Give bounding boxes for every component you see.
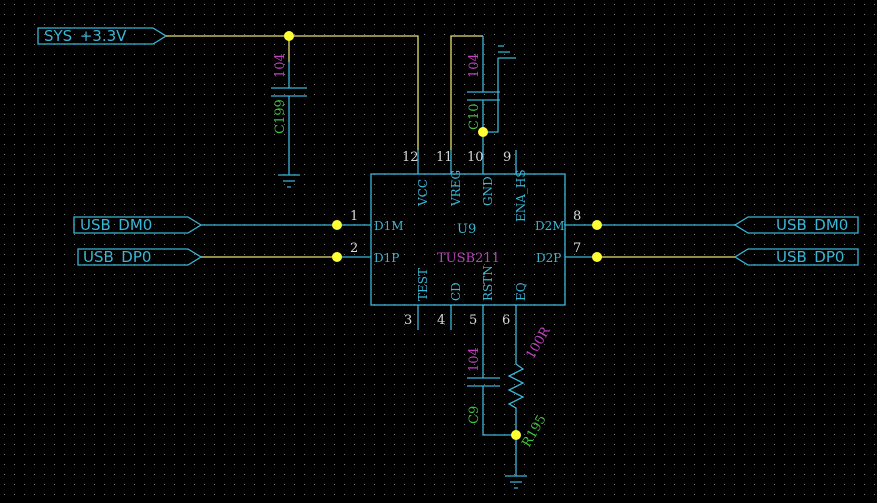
capacitor-c10[interactable]: 104 C10 — [467, 36, 500, 132]
junction-pin8 — [592, 220, 602, 230]
junction-c10-gnd — [478, 127, 488, 137]
svg-text:USB_DP0: USB_DP0 — [83, 248, 151, 267]
port-usb-dp0-left[interactable]: USB_DP0 — [77, 248, 203, 267]
pin-name-rstn: RSTN — [481, 265, 495, 301]
pin-number-11: 11 — [436, 150, 453, 165]
pin-number-1: 1 — [350, 209, 358, 224]
junction-bottom-gnd — [511, 430, 521, 440]
svg-text:C199: C199 — [273, 99, 288, 134]
svg-text:C10: C10 — [467, 104, 482, 131]
pin-number-8: 8 — [573, 209, 581, 224]
junction-pin7 — [592, 252, 602, 262]
svg-text:104: 104 — [273, 53, 288, 78]
ic-u9[interactable] — [370, 173, 566, 306]
ground-symbol-bottom — [505, 475, 527, 489]
pin-name-gnd: GND — [481, 176, 495, 206]
pin-name-d1p: D1P — [374, 251, 399, 265]
pin-name-eq: EQ — [514, 282, 528, 301]
capacitor-c9[interactable]: 104 C9 — [467, 330, 516, 436]
ic-refdes: U9 — [457, 222, 476, 237]
pin-name-ena-hs: ENA_HS — [514, 169, 528, 222]
pin-number-10: 10 — [467, 150, 484, 165]
capacitor-c199[interactable]: 104 C199 — [271, 53, 307, 175]
junction-pin2 — [332, 252, 342, 262]
svg-text:C9: C9 — [467, 406, 482, 424]
ground-symbol-c10 — [498, 45, 516, 59]
pin-name-d1m: D1M — [374, 219, 404, 233]
pin-name-vcc: VCC — [416, 179, 430, 207]
svg-text:USB_DM0: USB_DM0 — [80, 216, 152, 235]
pin-number-6: 6 — [502, 313, 510, 328]
port-usb-dm0-right[interactable]: USB_DM0 — [733, 216, 859, 235]
pin-number-12: 12 — [402, 150, 419, 165]
net-vreg-wire — [450, 35, 483, 150]
ic-part-number: TUSB211 — [437, 251, 500, 266]
pin-name-cd: CD — [449, 282, 463, 301]
pin-number-7: 7 — [573, 241, 581, 256]
pin-name-vreg: VREG — [449, 170, 463, 207]
pin-number-2: 2 — [350, 241, 358, 256]
svg-text:104: 104 — [467, 53, 482, 78]
svg-text:SYS_+3.3V: SYS_+3.3V — [44, 27, 127, 46]
junction-pin1 — [332, 220, 342, 230]
pin-name-d2m: D2M — [535, 219, 565, 233]
svg-text:104: 104 — [467, 347, 482, 372]
pin-number-5: 5 — [469, 313, 477, 328]
port-usb-dm0-left[interactable]: USB_DM0 — [73, 216, 203, 235]
port-usb-dp0-right[interactable]: USB_DP0 — [733, 248, 859, 267]
port-sys-3v3[interactable]: SYS_+3.3V — [37, 27, 168, 46]
ground-symbol-c199 — [278, 174, 300, 188]
pin-stubs — [335, 150, 597, 330]
svg-text:USB_DM0: USB_DM0 — [776, 216, 848, 235]
pin-name-test: TEST — [416, 268, 430, 301]
junction-3v3 — [284, 31, 294, 41]
pin-number-3: 3 — [404, 313, 412, 328]
pin-number-4: 4 — [437, 313, 445, 328]
pin-number-9: 9 — [503, 150, 511, 165]
svg-text:USB_DP0: USB_DP0 — [776, 248, 844, 267]
pin-name-d2p: D2P — [536, 251, 561, 265]
